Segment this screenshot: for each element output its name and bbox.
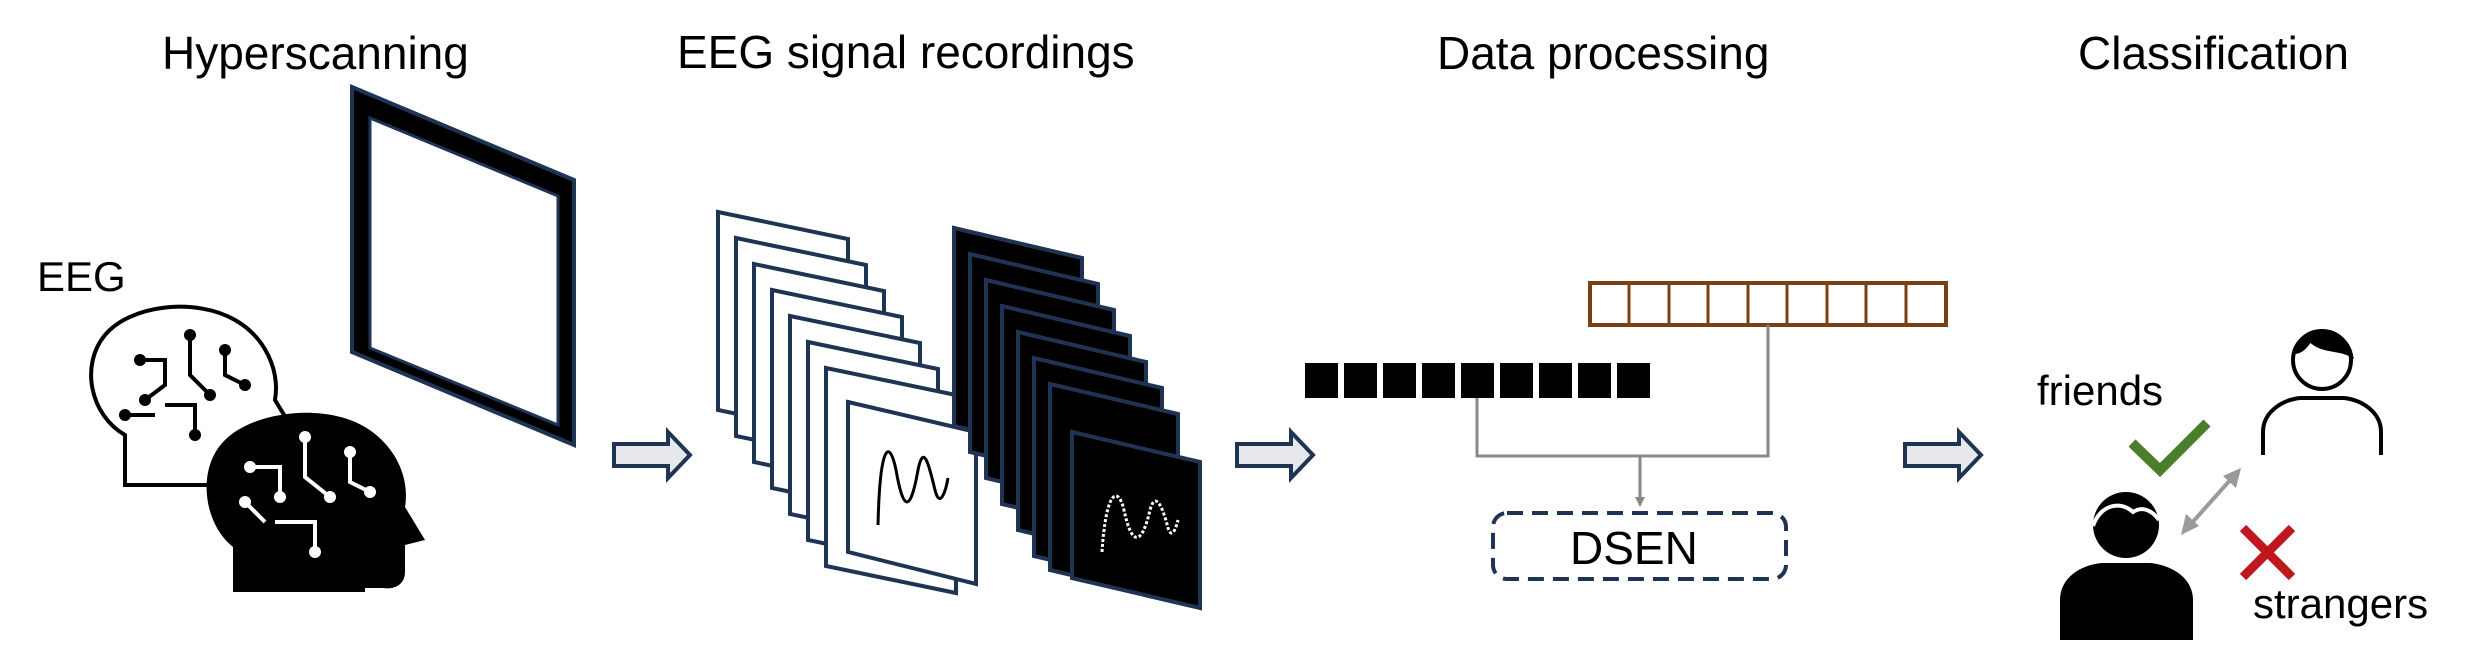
- strangers-label: strangers: [2253, 580, 2429, 627]
- friends-label: friends: [2037, 367, 2164, 414]
- block-arrow-1: [612, 427, 693, 483]
- eeg-label: EEG: [37, 253, 126, 300]
- eeg-wave-black: [876, 450, 950, 526]
- dsen-label: DSEN: [1570, 522, 1698, 574]
- block-arrow-2: [1235, 427, 1316, 483]
- stage-title-classification: Classification: [2078, 27, 2349, 79]
- check-icon: [2128, 419, 2211, 478]
- block-arrow-3: [1903, 427, 1984, 483]
- white-frame-stack: [716, 209, 978, 596]
- hyperscanning-frame: [350, 83, 576, 449]
- connector-lines: [1475, 325, 1770, 507]
- stage-title-hyperscanning: Hyperscanning: [162, 27, 469, 79]
- black-feature-vector: [1305, 363, 1650, 398]
- dsen-box: [1491, 511, 1788, 581]
- stage-title-data-processing: Data processing: [1437, 27, 1770, 79]
- stage-title-eeg-recordings: EEG signal recordings: [677, 26, 1135, 78]
- black-frame-stack: [952, 225, 1202, 611]
- person-outline-icon: [2261, 329, 2383, 455]
- person-filled-icon: [2060, 492, 2193, 640]
- double-arrow-icon: [2181, 468, 2241, 535]
- cross-icon: [2239, 524, 2296, 581]
- eeg-wave-white: [1100, 494, 1180, 553]
- brown-feature-vector: [1588, 281, 1948, 327]
- brain-head-filled-icon: [206, 412, 425, 592]
